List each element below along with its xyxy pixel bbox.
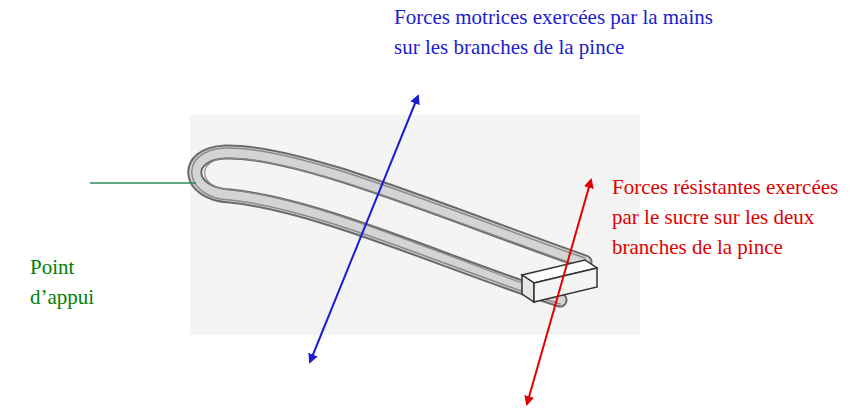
- fulcrum-label: Point d’appui: [30, 252, 135, 312]
- sugar-cube: [522, 260, 597, 302]
- picture-background: [190, 115, 640, 335]
- motive-force-arrow: [310, 96, 418, 362]
- motive-force-label: Forces motrices exercées par la mains su…: [394, 2, 714, 62]
- leader-line: [90, 182, 196, 184]
- resistive-force-label: Forces résistantes exercées par le sucre…: [612, 172, 852, 262]
- resistive-force-arrow: [527, 180, 591, 404]
